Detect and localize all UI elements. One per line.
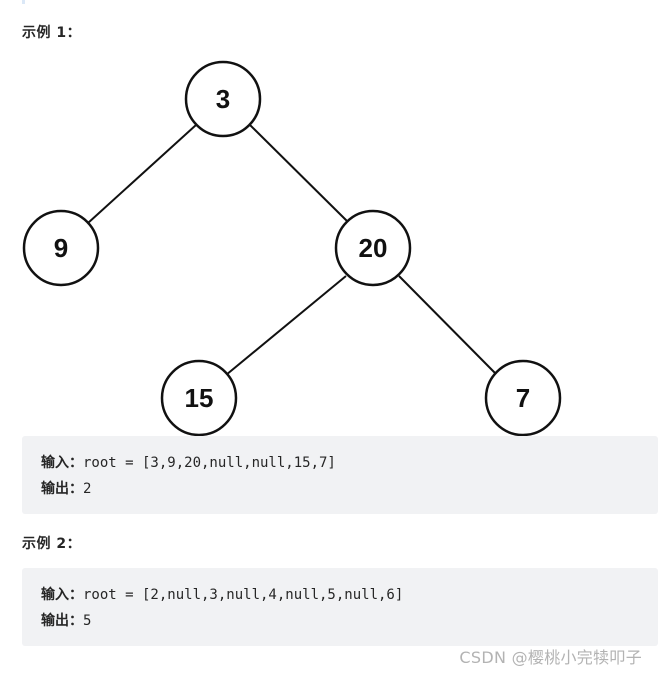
- edge-20-to-15: [225, 275, 347, 376]
- tree-node-label: 3: [216, 84, 230, 114]
- edge-3-to-20: [249, 124, 349, 223]
- tree-node-right-left: 15: [160, 359, 238, 437]
- tree-node-right: 20: [334, 209, 412, 287]
- example-2-heading: 示例 2：: [22, 536, 82, 552]
- example-1-code-block: 输入：root = [3,9,20,null,null,15,7] 输出：2: [22, 436, 658, 514]
- tree-node-label: 9: [54, 233, 68, 263]
- example-2-code-block: 输入：root = [2,null,3,null,4,null,5,null,6…: [22, 568, 658, 646]
- output-line: 输出：2: [41, 476, 658, 502]
- csdn-watermark: CSDN @樱桃小完犊叩子: [459, 648, 642, 667]
- input-line: 输入：root = [3,9,20,null,null,15,7]: [41, 450, 658, 476]
- binary-tree-figure: 3 9 20 15 7: [0, 40, 658, 440]
- edge-20-to-7: [398, 275, 498, 376]
- input-label: 输入：: [41, 455, 83, 471]
- output-label: 输出：: [41, 613, 83, 629]
- tree-node-right-right: 7: [484, 359, 562, 437]
- output-line: 输出：5: [41, 608, 658, 634]
- top-edge-marker: [22, 0, 25, 4]
- output-label: 输出：: [41, 481, 83, 497]
- tree-node-left: 9: [22, 209, 100, 287]
- tree-node-root: 3: [184, 60, 262, 138]
- binary-tree-svg: 3 9 20 15 7: [22, 60, 562, 437]
- example-1-heading: 示例 1：: [22, 25, 82, 41]
- edge-3-to-9: [87, 124, 197, 224]
- input-value: root = [3,9,20,null,null,15,7]: [83, 455, 336, 471]
- output-value: 2: [83, 481, 92, 497]
- tree-node-label: 7: [516, 383, 530, 413]
- output-value: 5: [83, 613, 92, 629]
- tree-node-label: 20: [359, 233, 388, 263]
- input-line: 输入：root = [2,null,3,null,4,null,5,null,6…: [41, 582, 658, 608]
- tree-node-label: 15: [185, 383, 214, 413]
- input-value: root = [2,null,3,null,4,null,5,null,6]: [83, 587, 404, 603]
- input-label: 输入：: [41, 587, 83, 603]
